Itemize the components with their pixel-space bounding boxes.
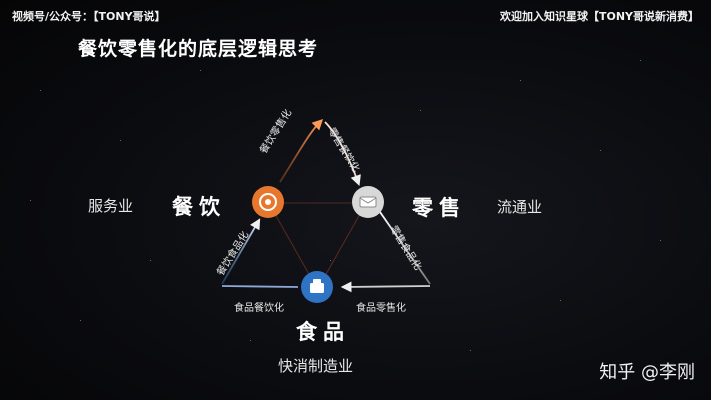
food-industry-label: 快消制造业 bbox=[278, 357, 354, 375]
header-channel-text: 视频号/公众号：【TONY哥说】 bbox=[12, 10, 166, 23]
line-retail-to-corner bbox=[379, 211, 431, 285]
edge-label-food-to-retail: 食品零售化 bbox=[356, 303, 406, 314]
node-catering-label: 餐饮 bbox=[172, 195, 226, 219]
page-title: 餐饮零售化的底层逻辑思考 bbox=[78, 38, 319, 60]
watermark-text: 知乎 @李刚 bbox=[599, 362, 695, 383]
node-food-icon bbox=[301, 271, 333, 303]
node-retail-icon bbox=[352, 186, 384, 218]
edge-label-food-to-catering: 食品餐饮化 bbox=[234, 303, 284, 314]
node-retail-label: 零售 bbox=[412, 196, 466, 220]
node-food-label: 食品 bbox=[296, 320, 350, 344]
line-food-to-corner bbox=[221, 285, 299, 288]
inner-line-catering-food bbox=[274, 213, 311, 277]
arrow-food-to-catering bbox=[221, 218, 261, 285]
header-community-text: 欢迎加入知识星球【TONY哥说新消费】 bbox=[499, 10, 699, 23]
node-catering-icon bbox=[252, 186, 284, 218]
arrow-retail-to-food bbox=[340, 281, 431, 293]
inner-line-retail-food bbox=[324, 213, 361, 277]
retail-industry-label: 流通业 bbox=[497, 198, 543, 216]
arrow-catering-to-retail-up bbox=[279, 118, 324, 183]
arrow-peak-to-retail bbox=[324, 121, 361, 187]
catering-industry-label: 服务业 bbox=[88, 197, 134, 215]
